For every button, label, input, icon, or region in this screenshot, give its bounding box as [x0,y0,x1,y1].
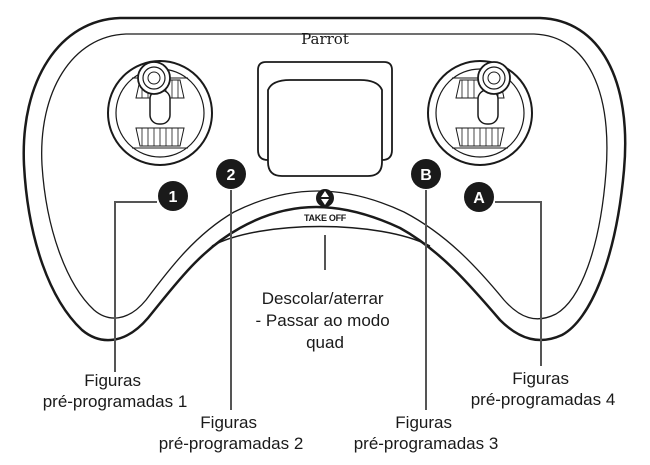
controller-body-inner-contour [41,33,608,320]
callout-fig3-line-2: pré-programadas 3 [354,434,499,453]
button-2-label: 2 [227,167,236,184]
takeoff-button[interactable]: TAKE OFF [304,189,347,223]
right-joystick[interactable] [427,60,533,166]
button-a-label: A [473,190,485,207]
callout-fig3-line-1: Figuras [395,413,452,432]
callout-fig4-line-2: pré-programadas 4 [471,390,616,409]
controller-lower-lip [211,225,431,247]
button-1[interactable]: 1 [158,181,188,211]
callout-fig2-line-2: pré-programadas 2 [159,434,304,453]
callout-takeoff: Descolar/aterrar - Passar ao modo quad [256,289,395,352]
callout-takeoff-line-2: - Passar ao modo [256,311,390,330]
callout-fig2: Figuras pré-programadas 2 [159,413,304,453]
button-2[interactable]: 2 [216,159,246,189]
up-down-arrow-icon [321,191,329,205]
brand-logo: Parrot [301,30,349,48]
left-joystick[interactable] [107,60,213,166]
callout-fig1: Figuras pré-programadas 1 [43,371,188,411]
callout-takeoff-line-1: Descolar/aterrar [262,289,384,308]
leader-line-fig4 [495,201,542,366]
button-a[interactable]: A [464,182,494,212]
button-b-label: B [420,167,432,184]
callout-fig1-line-1: Figuras [84,371,141,390]
callout-fig3: Figuras pré-programadas 3 [354,413,499,453]
button-b[interactable]: B [411,159,441,189]
callout-fig1-line-2: pré-programadas 1 [43,392,188,411]
callout-takeoff-line-3: quad [306,333,344,352]
callout-fig4: Figuras pré-programadas 4 [471,369,616,409]
leader-line-fig1 [114,201,157,372]
device-holder-screen [267,79,383,177]
takeoff-label: TAKE OFF [304,213,347,223]
callout-fig4-line-1: Figuras [512,369,569,388]
button-1-label: 1 [169,189,178,206]
callout-fig2-line-1: Figuras [200,413,257,432]
